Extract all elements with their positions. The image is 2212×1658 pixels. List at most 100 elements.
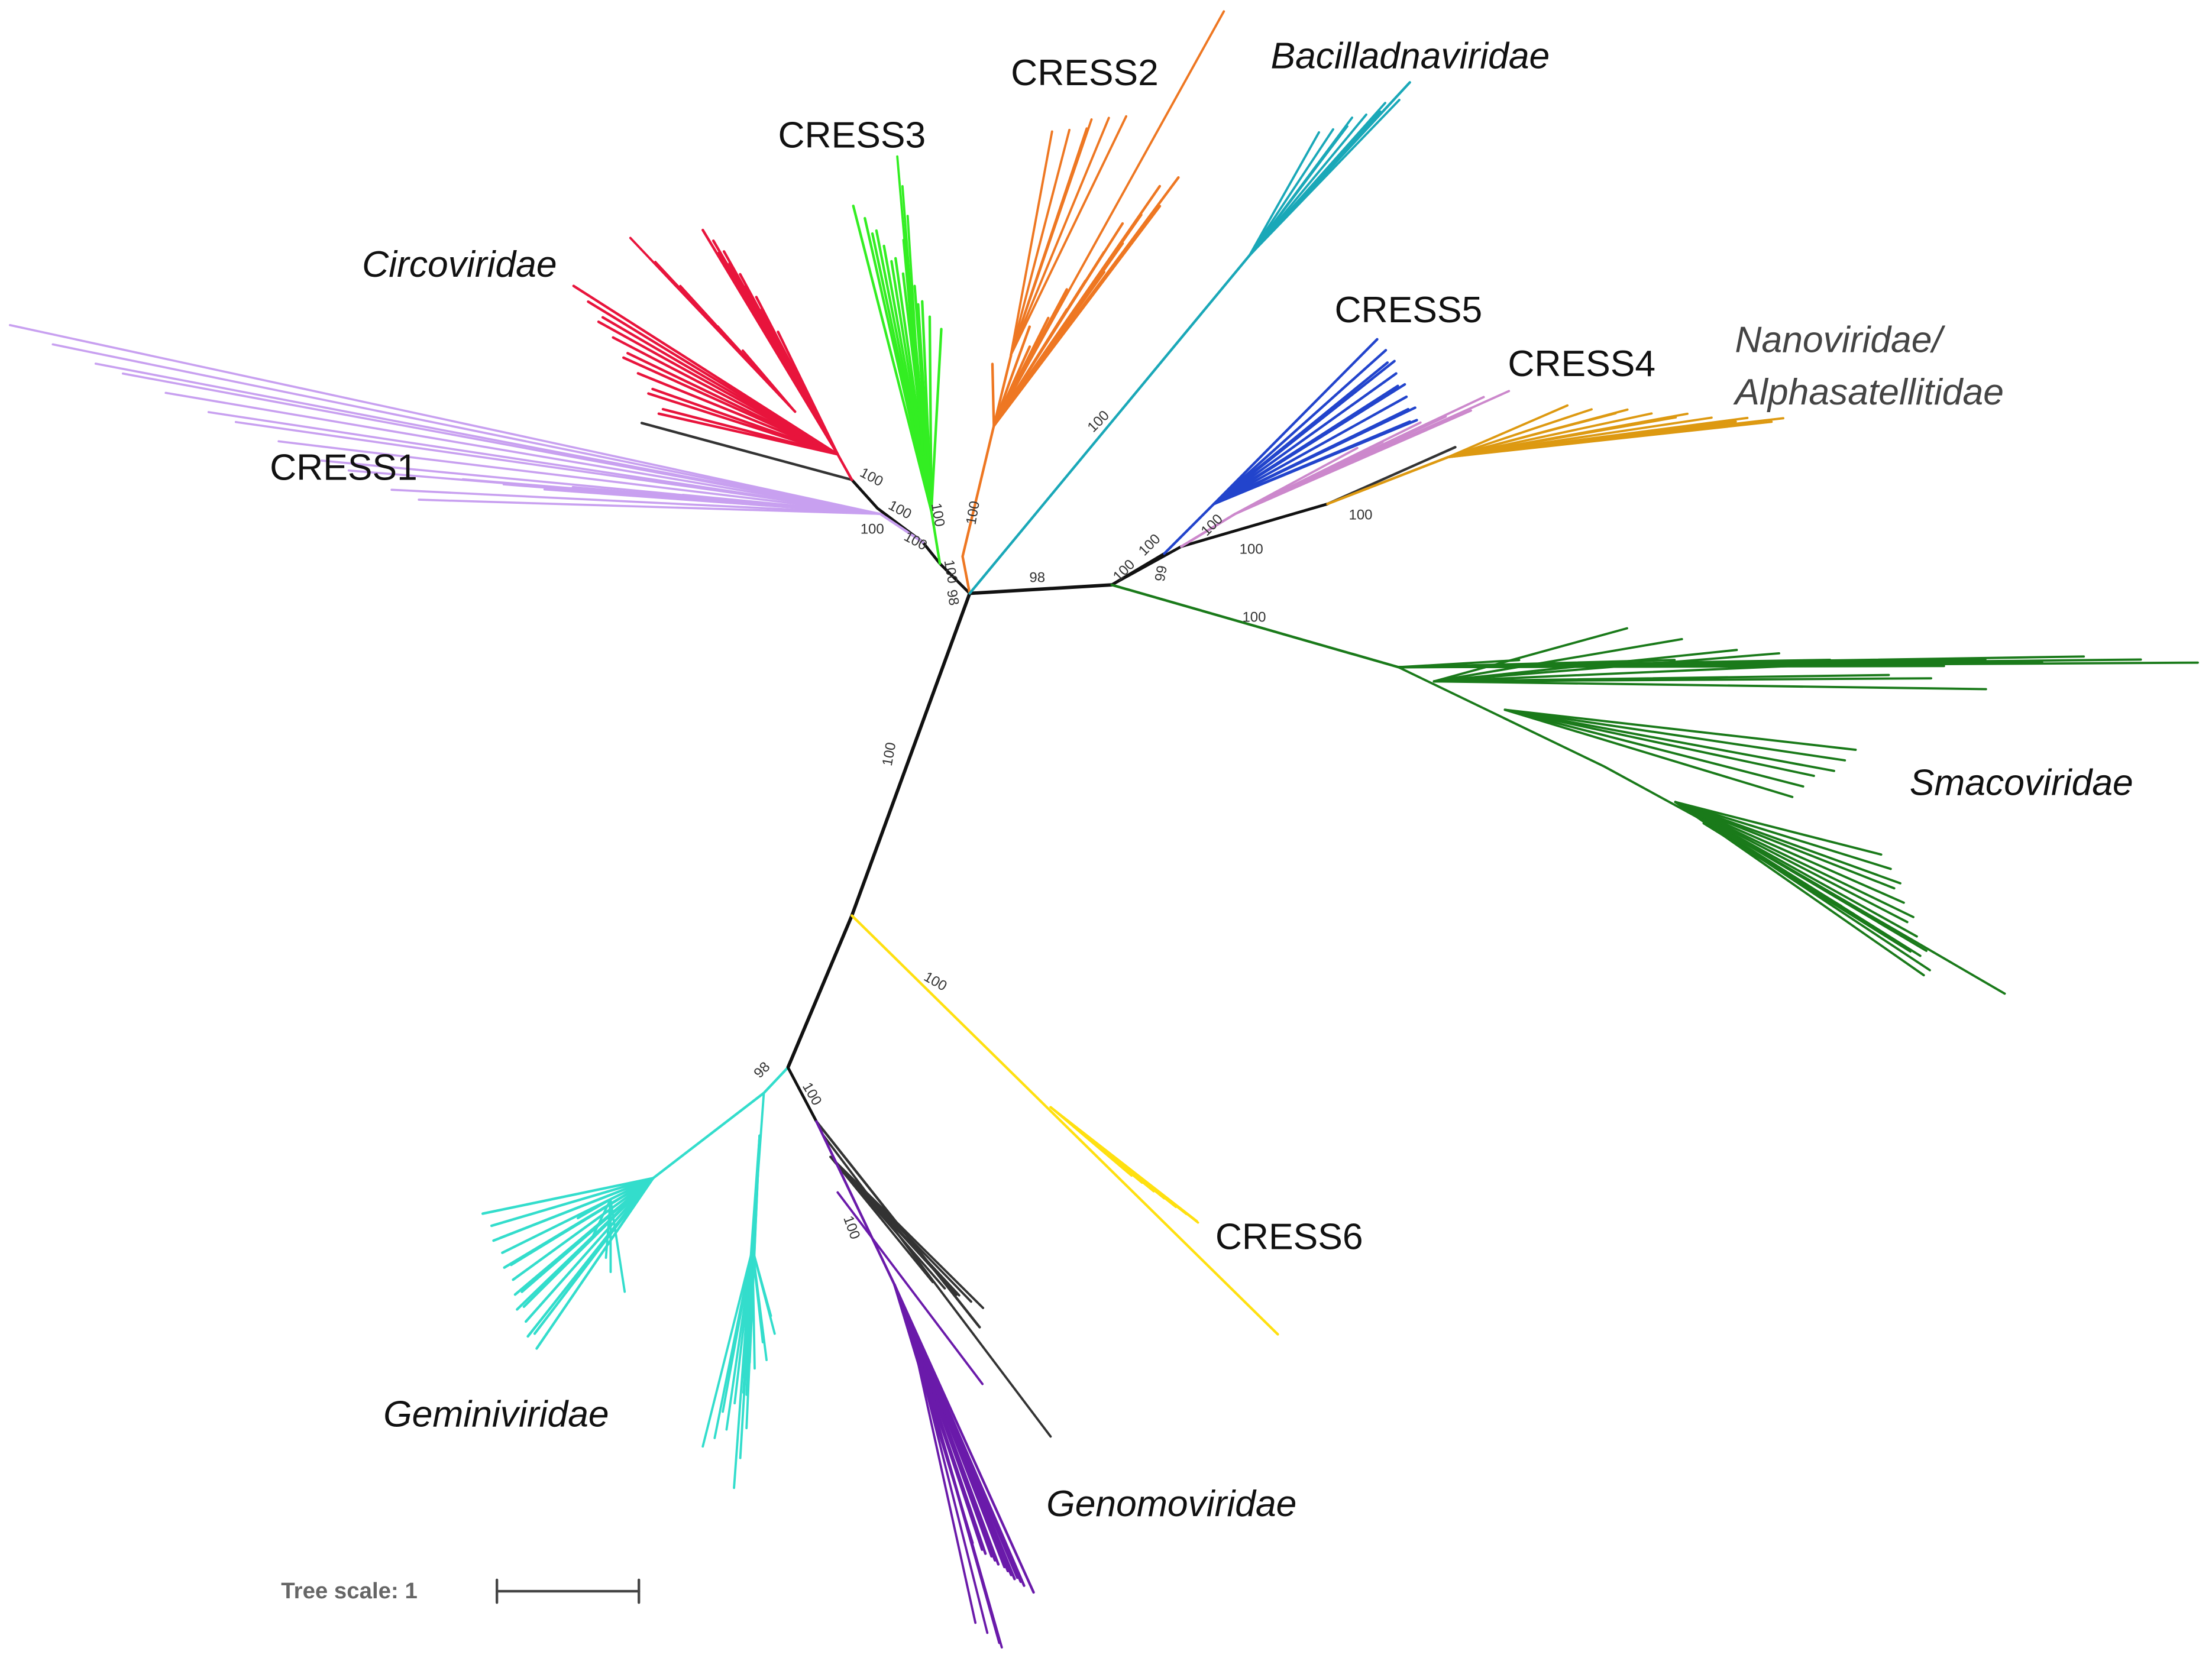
- smacoviridae-branch: [1674, 801, 1918, 938]
- bootstrap-value: 100: [940, 559, 961, 585]
- backbone-branch: [786, 591, 972, 1070]
- clade-label-cress2: CRESS2: [1011, 53, 1159, 93]
- cress5-branch: [1212, 407, 1410, 506]
- cress3-branch: [917, 303, 933, 513]
- bootstrap-value: 100: [857, 465, 885, 490]
- cress2-branch: [992, 176, 1180, 428]
- smacoviridae-branch: [1432, 627, 1628, 683]
- cress2-branch: [991, 362, 995, 428]
- smacoviridae-branch: [1674, 801, 1915, 918]
- geminiviridae-branch: [609, 1198, 626, 1293]
- bootstrap-value: 100: [1110, 556, 1138, 584]
- bootstrap-value: 100: [963, 500, 983, 526]
- bacilladnaviridae-branch: [1248, 99, 1401, 257]
- cress3-branch: [852, 205, 933, 513]
- bootstrap-value: 100: [928, 502, 948, 528]
- clade-label-cress1: CRESS1: [270, 447, 418, 488]
- nanoviridae-branch: [1447, 417, 1784, 458]
- smacoviridae-branch: [1397, 666, 2006, 995]
- cress3-branch: [907, 268, 924, 456]
- cress5-branch: [1212, 384, 1399, 506]
- geminiviridae-branch: [701, 1248, 754, 1448]
- circoviridae-branch: [612, 336, 839, 456]
- cress3-branch: [928, 315, 933, 513]
- bacilladnaviridae-branch: [1248, 128, 1334, 257]
- smacoviridae-branch: [1432, 663, 1835, 683]
- cress1-branch: [418, 498, 882, 515]
- smacoviridae-branch: [1432, 680, 1987, 691]
- bootstrap-value: 98: [943, 588, 962, 607]
- cress1-branch: [879, 512, 924, 544]
- cress1-branch: [234, 420, 882, 515]
- clade-label-genomoviridae: Genomoviridae: [1046, 1484, 1296, 1524]
- cress2-branch: [992, 184, 1162, 428]
- smacoviridae-branch: [1503, 708, 1804, 788]
- bootstrap-value: 98: [1029, 569, 1045, 585]
- circoviridae-branch: [657, 412, 839, 456]
- smacoviridae-branch: [1674, 801, 1905, 904]
- geminiviridae-branch: [652, 1066, 790, 1180]
- geminiviridae-branch: [535, 1177, 655, 1350]
- geminiviridae-branch: [590, 1198, 612, 1239]
- bootstrap-value: 100: [1085, 407, 1113, 435]
- clade-label-cress6: CRESS6: [1215, 1217, 1363, 1258]
- cress1-branch: [9, 324, 882, 515]
- circoviridae-branch: [636, 372, 839, 456]
- geminiviridae-branch: [516, 1177, 655, 1311]
- cress5-branch: [1212, 338, 1379, 506]
- genomoviridae-branch: [907, 1319, 977, 1624]
- geminiviridae-branch: [526, 1177, 655, 1338]
- clade-label-circoviridae: Circoviridae: [362, 244, 557, 285]
- cress1-branch: [51, 343, 882, 515]
- cress3-branch: [930, 328, 943, 513]
- nanoviridae-branch: [1447, 408, 1629, 458]
- cress5-branch: [1212, 349, 1388, 506]
- circoviridae-branch: [836, 453, 853, 481]
- clade-label-cress3: CRESS3: [778, 115, 926, 156]
- cress2-branch: [1010, 116, 1110, 357]
- backbone-branch: [968, 583, 1114, 595]
- bootstrap-value: 100: [1136, 531, 1163, 559]
- geminiviridae-branch: [490, 1177, 655, 1228]
- cress6-branch: [850, 914, 1279, 1336]
- cress1-branch: [164, 391, 882, 515]
- cress2-branch: [1010, 115, 1128, 357]
- unassigned-branch: [822, 1134, 1052, 1438]
- clade-label-cress5: CRESS5: [1334, 290, 1482, 331]
- cress2-branch: [992, 222, 1124, 428]
- clade-label-alphasatellitidae: Alphasatellitidae: [1732, 372, 2004, 413]
- smacoviridae-branch: [1674, 801, 1931, 972]
- smacoviridae-branch: [1503, 708, 1846, 762]
- cress1-branch: [121, 372, 882, 515]
- nanoviridae-branch: [1447, 412, 1689, 458]
- geminiviridae-branch: [751, 1248, 772, 1317]
- cress5-branch: [1212, 361, 1389, 506]
- tree-branches: [9, 10, 2199, 1649]
- cress5-branch: [1163, 503, 1215, 555]
- bootstrap-value: 100: [861, 522, 884, 537]
- bacilladnaviridae-branch: [1248, 102, 1386, 257]
- circoviridae-branch: [777, 331, 839, 456]
- geminiviridae-branch: [524, 1177, 655, 1323]
- smacoviridae-branch: [1432, 652, 1780, 683]
- bootstrap-value: 100: [1240, 541, 1263, 557]
- cress3-branch: [871, 232, 933, 513]
- bootstrap-value: 100: [799, 1080, 824, 1108]
- unassigned-branch: [640, 422, 853, 481]
- geminiviridae-branch: [512, 1177, 655, 1281]
- genomoviridae-branch: [893, 1283, 1035, 1594]
- circoviridae-branch: [622, 356, 839, 456]
- smacoviridae-branch: [1503, 708, 1815, 778]
- cress1-branch: [791, 501, 882, 515]
- nanoviridae-branch: [1326, 455, 1450, 506]
- geminiviridae-branch: [513, 1177, 655, 1296]
- bootstrap-value: 100: [1242, 610, 1266, 626]
- geminiviridae-branch: [492, 1177, 655, 1242]
- smacoviridae-branch: [1674, 801, 1909, 924]
- smacoviridae-branch: [1432, 637, 1683, 683]
- cress3-branch: [930, 510, 942, 565]
- bootstrap-value: 100: [840, 1214, 863, 1242]
- clade-label-nanoviridae: Nanoviridae/: [1735, 319, 1945, 360]
- cress1-branch: [390, 488, 882, 515]
